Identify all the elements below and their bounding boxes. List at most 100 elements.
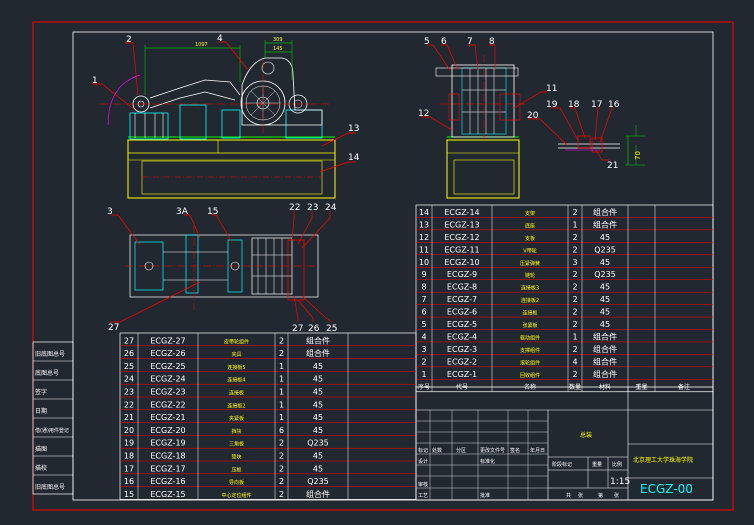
bom-bom-left-row-18-mat: 45	[313, 452, 323, 461]
bom-bom-right-row-1-code: ECGZ-1	[447, 370, 477, 379]
bom-bom-right-row-7-no: 7	[421, 295, 426, 304]
bom-bom-right-row-9-qty: 2	[572, 270, 577, 279]
side-label-3: 日期	[35, 407, 47, 415]
bom-bom-left-row-20-name: 挡块	[231, 428, 241, 435]
bom-bom-left-row-17-name: 压板	[231, 466, 241, 473]
bom-bom-right-row-6-qty: 2	[572, 308, 577, 317]
bom-bom-left-row-21-no: 21	[124, 413, 134, 422]
callout-18: 18	[568, 100, 580, 110]
callout-11: 11	[546, 84, 557, 94]
bom-bom-right-row-7-name: 连接板2	[521, 297, 539, 304]
bom-bom-right-row-3-no: 3	[421, 345, 426, 354]
bom-bom-left-row-25-mat: 45	[313, 362, 323, 371]
bom-bom-left-row-24-no: 24	[124, 375, 134, 384]
callout-26: 26	[308, 324, 320, 334]
bom-bom-right-row-6-name: 连接板	[522, 310, 537, 317]
callout-3a: 3A	[176, 207, 189, 217]
bom-bom-right-row-8-code: ECGZ-8	[447, 283, 477, 292]
bom-bom-right-row-4-qty: 1	[572, 332, 577, 341]
bom-bom-left-row-20-qty: 6	[279, 426, 284, 435]
bom-bom-right-row-14-no: 14	[419, 208, 429, 217]
bom-bom-left-row-27-mat: 组合件	[306, 335, 330, 345]
bom-bom-left-row-15-qty: 2	[279, 490, 284, 499]
bom-bom-right-row-2-code: ECGZ-2	[447, 357, 477, 366]
bom-bom-right-row-8-no: 8	[421, 283, 426, 292]
bom-bom-right-row-10-no: 10	[419, 258, 429, 267]
bom-bom-left-row-18-no: 18	[124, 452, 134, 461]
bom-bom-right-row-2-qty: 4	[572, 357, 577, 366]
bom-bom-left-row-22-name: 连接板2	[227, 402, 245, 409]
bom-bom-left-row-18-name: 垫块	[231, 454, 241, 461]
bom-bom-right-row-5-code: ECGZ-5	[447, 320, 477, 329]
bom-bom-left-row-26-code: ECGZ-26	[150, 349, 185, 358]
bom-bom-left-row-23-code: ECGZ-23	[150, 388, 185, 397]
bom-bom-right-row-13-no: 13	[419, 220, 429, 229]
bom-bom-left-row-20-mat: 45	[313, 426, 323, 435]
bom-bom-left-row-17-no: 17	[124, 464, 134, 473]
callout-3: 3	[107, 207, 113, 217]
bom-bom-right-row-9-code: ECGZ-9	[447, 270, 477, 279]
callout-23: 23	[307, 203, 318, 213]
dimension-145: 145	[273, 46, 283, 52]
bom-bom-left-row-23-no: 23	[124, 388, 134, 397]
bom-bom-right-row-13-qty: 1	[572, 220, 577, 229]
bom-bom-left-row-19-mat: Q235	[307, 439, 329, 448]
title-school: 北京理工大学珠海学院	[633, 456, 693, 464]
bom-bom-right-row-4-no: 4	[421, 332, 426, 341]
bom-bom-left-row-17-mat: 45	[313, 464, 323, 473]
bom-bom-left-row-24-name: 连接板4	[227, 377, 245, 384]
bom-bom-right-row-11-mat: Q235	[594, 245, 616, 254]
bom-bom-left-row-19-code: ECGZ-19	[150, 439, 185, 448]
callout-13: 13	[348, 124, 359, 134]
sheet-label-0: 共	[566, 492, 571, 499]
bom-bom-right-row-12-name: 支板	[525, 235, 535, 242]
title-row-10: 批准	[480, 492, 490, 499]
callout-21: 21	[607, 161, 618, 171]
bom-bom-right-row-14-mat: 组合件	[593, 207, 617, 217]
bom-bom-right-row-2-mat: 组合件	[593, 356, 617, 366]
bom-bom-right-row-12-no: 12	[419, 233, 429, 242]
bom-bom-left-row-18-code: ECGZ-18	[150, 452, 185, 461]
bom-bom-left-row-19-qty: 2	[279, 439, 284, 448]
bom-bom-left-row-27-name: 皮带轮组件	[224, 338, 249, 345]
callout-24: 24	[325, 203, 337, 213]
bom-bom-right-row-14-name: 支架	[525, 210, 535, 217]
bom-bom-right-row-4-code: ECGZ-4	[447, 332, 477, 341]
bom-bom-right-row-7-qty: 2	[572, 295, 577, 304]
bom-bom-left-row-23-qty: 1	[279, 388, 284, 397]
bom-bom-left-row-16-qty: 2	[279, 477, 284, 486]
bom-bom-right-row-8-name: 连接板3	[521, 285, 539, 292]
side-label-table: 旧底图总号 底图总号 签字 日期 借(通)用件登记 描图 描校 旧底图总号	[32, 341, 74, 495]
bom-bom-right-row-13-code: ECGZ-13	[444, 220, 479, 229]
title-center: 总装	[580, 431, 592, 439]
bom-bom-right-row-6-code: ECGZ-6	[447, 308, 477, 317]
callout-leaders	[92, 41, 614, 323]
callout-27: 27	[108, 323, 119, 333]
bom-bom-left-row-25-qty: 1	[279, 362, 284, 371]
bom-bom-right-row-12-qty: 2	[572, 233, 577, 242]
bom-bom-right-row-2-no: 2	[421, 357, 426, 366]
front-view: 1097 309 145	[100, 37, 336, 199]
bom-bom-left-row-16-name: 导向板	[229, 479, 244, 486]
bom-bom-right-row-7-code: ECGZ-7	[447, 295, 477, 304]
title-row-2: 分区	[456, 447, 466, 454]
bom-bom-left-row-16-code: ECGZ-16	[150, 477, 185, 486]
callout-7: 7	[467, 37, 473, 47]
bom-bom-left-row-23-mat: 45	[313, 388, 323, 397]
callout-14: 14	[348, 153, 360, 163]
callout-labels: 1 2 4 13 14 5 6 7 8 11 12 16 17 18 19 20…	[92, 34, 620, 334]
bom-bom-left-row-15-mat: 组合件	[306, 489, 330, 499]
bom-bom-left-row-18-qty: 2	[279, 452, 284, 461]
bom-bom-left-row-22-no: 22	[124, 400, 134, 409]
stage-label-1: 重量	[592, 461, 602, 468]
bom-bom-right-row-11-no: 11	[419, 245, 429, 254]
bom-bom-left-row-26-no: 26	[124, 349, 134, 358]
bom-bom-right-row-1-no: 1	[421, 370, 426, 379]
bom-bom-left-row-15-code: ECGZ-15	[150, 490, 185, 499]
bom-bom-right-row-5-no: 5	[421, 320, 426, 329]
bom-bom-right-row-3-code: ECGZ-3	[447, 345, 477, 354]
dimension-70: 70	[634, 151, 642, 160]
bom-bom-right-row-5-name: 张紧板	[522, 322, 537, 329]
bom-bom-left-row-24-mat: 45	[313, 375, 323, 384]
